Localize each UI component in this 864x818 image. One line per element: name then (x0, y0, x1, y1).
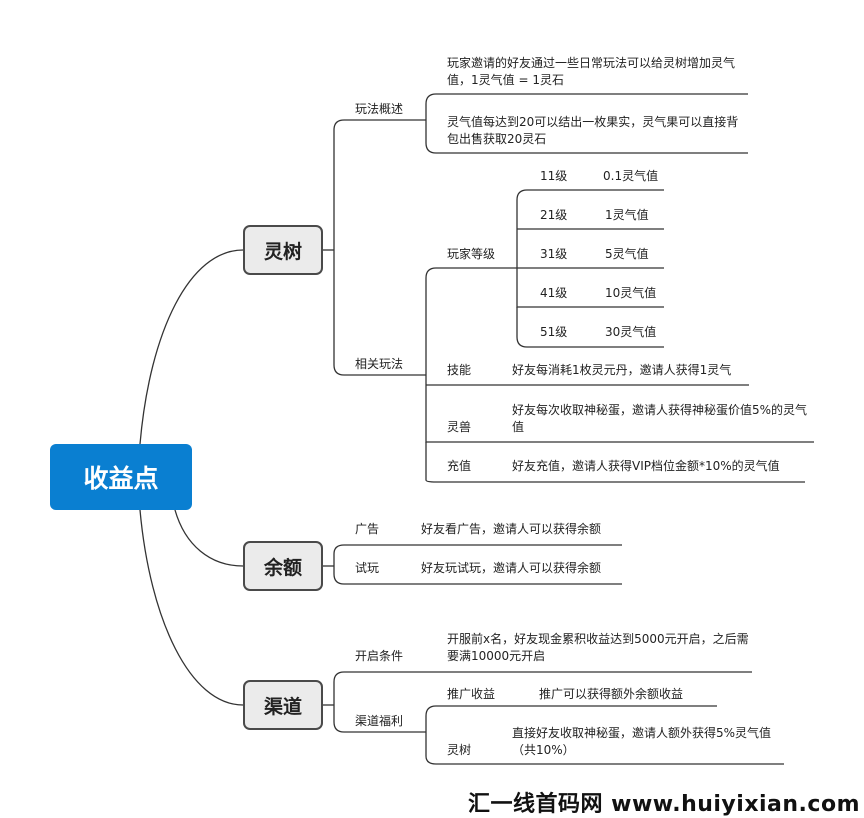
connector-overview-item1 (425, 93, 748, 120)
welfare-tree-desc: 直接好友收取神秘蛋，邀请人额外获得5%灵气值（共10%） (512, 726, 772, 757)
skill-label: 技能 (447, 363, 472, 377)
level-row-31: 31级 (540, 247, 568, 261)
level-value-11: 0.1灵气值 (603, 169, 659, 183)
branch-label-lingshu: 灵树 (263, 240, 302, 263)
connector-lingshu-related (333, 250, 426, 376)
recharge-label: 充值 (447, 459, 472, 473)
connector-welfare-promo (425, 705, 717, 732)
open-desc: 开服前x名，好友现金累积收益达到5000元开启，之后需要满10000元开启 (447, 632, 749, 663)
promo-label: 推广收益 (447, 687, 496, 701)
branch-label-qudao: 渠道 (263, 695, 302, 718)
level-row-11: 11级 (540, 169, 568, 183)
trial-label: 试玩 (355, 561, 380, 575)
level-row-51: 51级 (540, 325, 568, 339)
welfare-tree-label: 灵树 (447, 743, 472, 757)
connector-level-51 (516, 307, 664, 348)
connector-root-qudao (139, 509, 244, 706)
connector-overview-item2 (425, 120, 748, 154)
connector-qudao-welfare (333, 705, 426, 733)
ads-label: 广告 (355, 522, 380, 536)
recharge-desc: 好友充值，邀请人获得VIP档位金额*10%的灵气值 (512, 459, 780, 473)
open-label: 开启条件 (355, 649, 404, 663)
connector-yue-trial (333, 566, 622, 585)
connector-related-recharge (425, 442, 805, 483)
overview-item-2: 灵气值每达到20可以结出一枚果实，灵气果可以直接背包出售获取20灵石 (447, 115, 739, 146)
connector-lingshu-overview (333, 119, 426, 250)
overview-label: 玩法概述 (355, 102, 404, 116)
skill-desc: 好友每消耗1枚灵元丹，邀请人获得1灵气 (512, 363, 732, 377)
connector-welfare-tree (425, 732, 784, 765)
connector-qudao-open (333, 671, 752, 705)
overview-item-1: 玩家邀请的好友通过一些日常玩法可以给灵树增加灵气值，1灵气值 = 1灵石 (447, 56, 736, 87)
branch-node-lingshu[interactable]: 灵树 (243, 225, 323, 275)
welfare-label: 渠道福利 (355, 714, 404, 728)
connector-root-yue (174, 509, 244, 567)
connector-level-11 (516, 189, 664, 268)
level-value-51: 30灵气值 (605, 325, 657, 339)
level-value-41: 10灵气值 (605, 286, 657, 300)
connector-yue-ads (333, 544, 622, 566)
root-label: 收益点 (83, 464, 159, 493)
level-label: 玩家等级 (447, 247, 496, 261)
level-row-21: 21级 (540, 208, 568, 222)
ads-desc: 好友看广告，邀请人可以获得余额 (421, 522, 602, 536)
level-value-21: 1灵气值 (605, 208, 649, 222)
branch-node-yue[interactable]: 余额 (243, 541, 323, 591)
branch-label-yue: 余额 (263, 556, 302, 579)
level-value-31: 5灵气值 (605, 247, 649, 261)
branch-node-qudao[interactable]: 渠道 (243, 680, 323, 730)
beast-desc: 好友每次收取神秘蛋，邀请人获得神秘蛋价值5%的灵气值 (512, 403, 808, 434)
connector-root-lingshu (139, 249, 244, 445)
trial-desc: 好友玩试玩，邀请人可以获得余额 (421, 561, 602, 575)
related-label: 相关玩法 (355, 357, 404, 371)
promo-desc: 推广可以获得额外余额收益 (539, 687, 684, 701)
root-node[interactable]: 收益点 (50, 444, 192, 510)
watermark-text: 汇一线首码网 www.huiyixian.com (467, 792, 860, 817)
beast-label: 灵兽 (447, 420, 472, 434)
connector-related-level (425, 267, 517, 375)
level-row-41: 41级 (540, 286, 568, 300)
